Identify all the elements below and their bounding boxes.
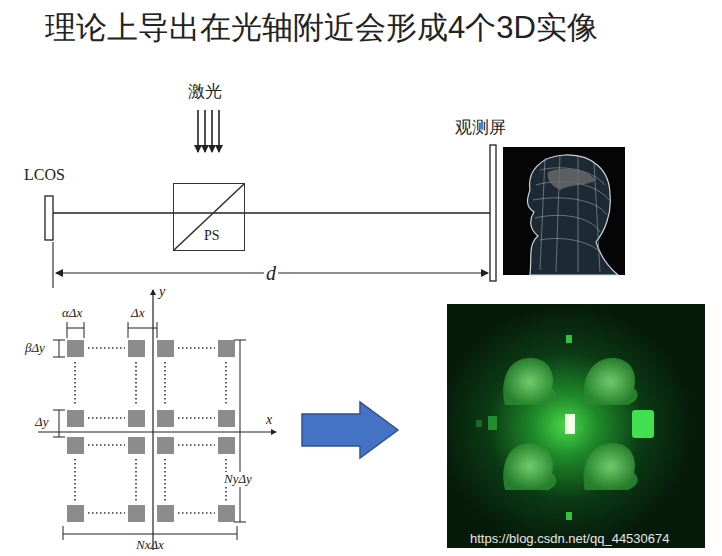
axis-label: x: [266, 412, 272, 428]
optical-axis: [53, 212, 490, 213]
component-label: PS: [204, 228, 220, 244]
dimension-label: NxΔx: [136, 538, 164, 553]
title: 理论上导出在光轴附近会形成4个3D实像: [45, 10, 598, 46]
lcos-label: LCOS: [24, 166, 65, 184]
head-image: [503, 147, 625, 275]
dimension-label: NyΔy: [222, 472, 254, 487]
dim-tick: [52, 242, 53, 288]
lcos-panel: [45, 196, 53, 240]
laser-arrows: [198, 110, 219, 152]
reconstruction-photo: [447, 304, 705, 548]
dimension-label: αΔx: [62, 306, 82, 321]
grid-dimensions: [53, 322, 246, 540]
screen: [490, 145, 496, 281]
laser-label: 激光: [188, 82, 222, 102]
dotted-continuation: [75, 348, 226, 513]
block-arrow: [302, 402, 398, 458]
dimension-label: Δy: [35, 415, 48, 430]
dimension-label: Δx: [131, 306, 144, 321]
dimension-label: βΔy: [25, 341, 45, 356]
axis-label: y: [159, 284, 165, 300]
screen-label: 观测屏: [455, 118, 506, 138]
watermark: https://blog.csdn.net/qq_44530674: [470, 532, 670, 547]
beam-splitter: PS: [173, 183, 245, 251]
distance-label: d: [264, 262, 278, 285]
y-axis: [152, 290, 153, 550]
pixel-squares: [67, 340, 235, 522]
